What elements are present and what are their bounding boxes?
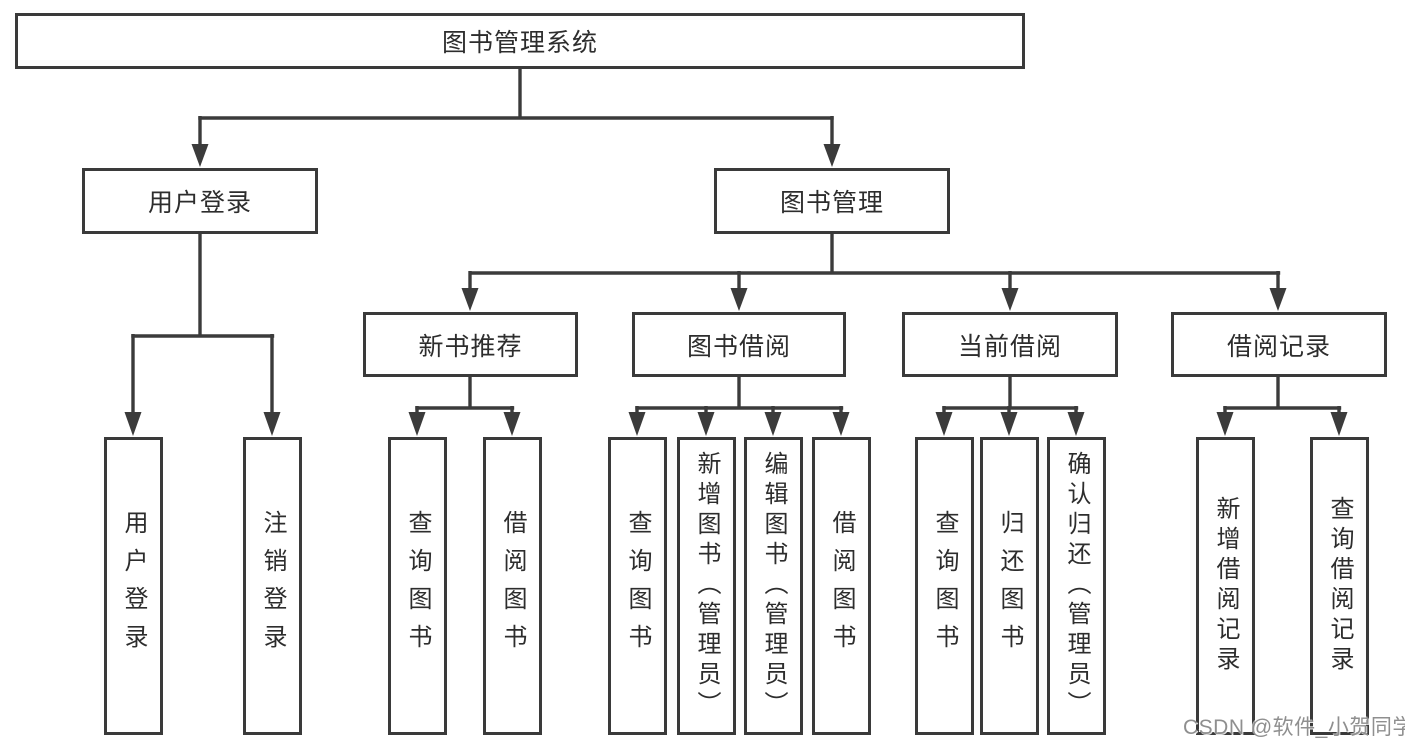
node-label: 新书推荐 [418,332,523,361]
node-label: 用户登录 [120,510,147,662]
leaf-query-books-recommend: 查询图书 [388,437,447,735]
node-label: 新增借阅记录 [1212,496,1239,676]
node-book-borrowing: 图书借阅 [632,312,846,377]
node-label: 借阅图书 [828,510,855,662]
node-label: 归还图书 [996,510,1023,662]
leaf-query-books-current: 查询图书 [915,437,974,735]
node-current-borrowing: 当前借阅 [902,312,1118,377]
leaf-confirm-return-admin: 确认归还（管理员） [1047,437,1106,735]
node-label: 图书借阅 [686,332,791,361]
node-label: 图书管理系统 [441,29,598,57]
node-label: 注销登录 [259,510,286,662]
leaf-query-books-borrowing: 查询图书 [608,437,667,735]
leaf-logout: 注销登录 [243,437,302,735]
leaf-query-borrow-record: 查询借阅记录 [1310,437,1369,735]
watermark: CSDN @软件_小贺同学 [1183,716,1405,739]
node-label: 确认归还（管理员） [1063,451,1090,721]
node-borrowing-records: 借阅记录 [1171,312,1387,377]
leaf-edit-book-admin: 编辑图书（管理员） [744,437,803,735]
node-label: 新增图书（管理员） [693,451,720,721]
node-user-login: 用户登录 [82,168,318,234]
leaf-return-book: 归还图书 [980,437,1039,735]
node-label: 编辑图书（管理员） [760,451,787,721]
node-label: 查询借阅记录 [1326,496,1353,676]
node-new-book-recommend: 新书推荐 [363,312,578,377]
node-library-management-system: 图书管理系统 [15,13,1025,69]
node-label: 查询图书 [404,510,431,662]
node-book-management: 图书管理 [714,168,950,234]
node-label: 当前借阅 [957,332,1062,361]
leaf-borrow-books-recommend: 借阅图书 [483,437,542,735]
leaf-add-book-admin: 新增图书（管理员） [677,437,736,735]
leaf-add-borrow-record: 新增借阅记录 [1196,437,1255,735]
node-label: 查询图书 [931,510,958,662]
node-label: 查询图书 [624,510,651,662]
node-label: 图书管理 [779,189,884,217]
leaf-borrow-books: 借阅图书 [812,437,871,735]
node-label: 借阅记录 [1226,332,1331,361]
node-label: 借阅图书 [499,510,526,662]
leaf-user-login: 用户登录 [104,437,163,735]
node-label: 用户登录 [147,189,252,217]
